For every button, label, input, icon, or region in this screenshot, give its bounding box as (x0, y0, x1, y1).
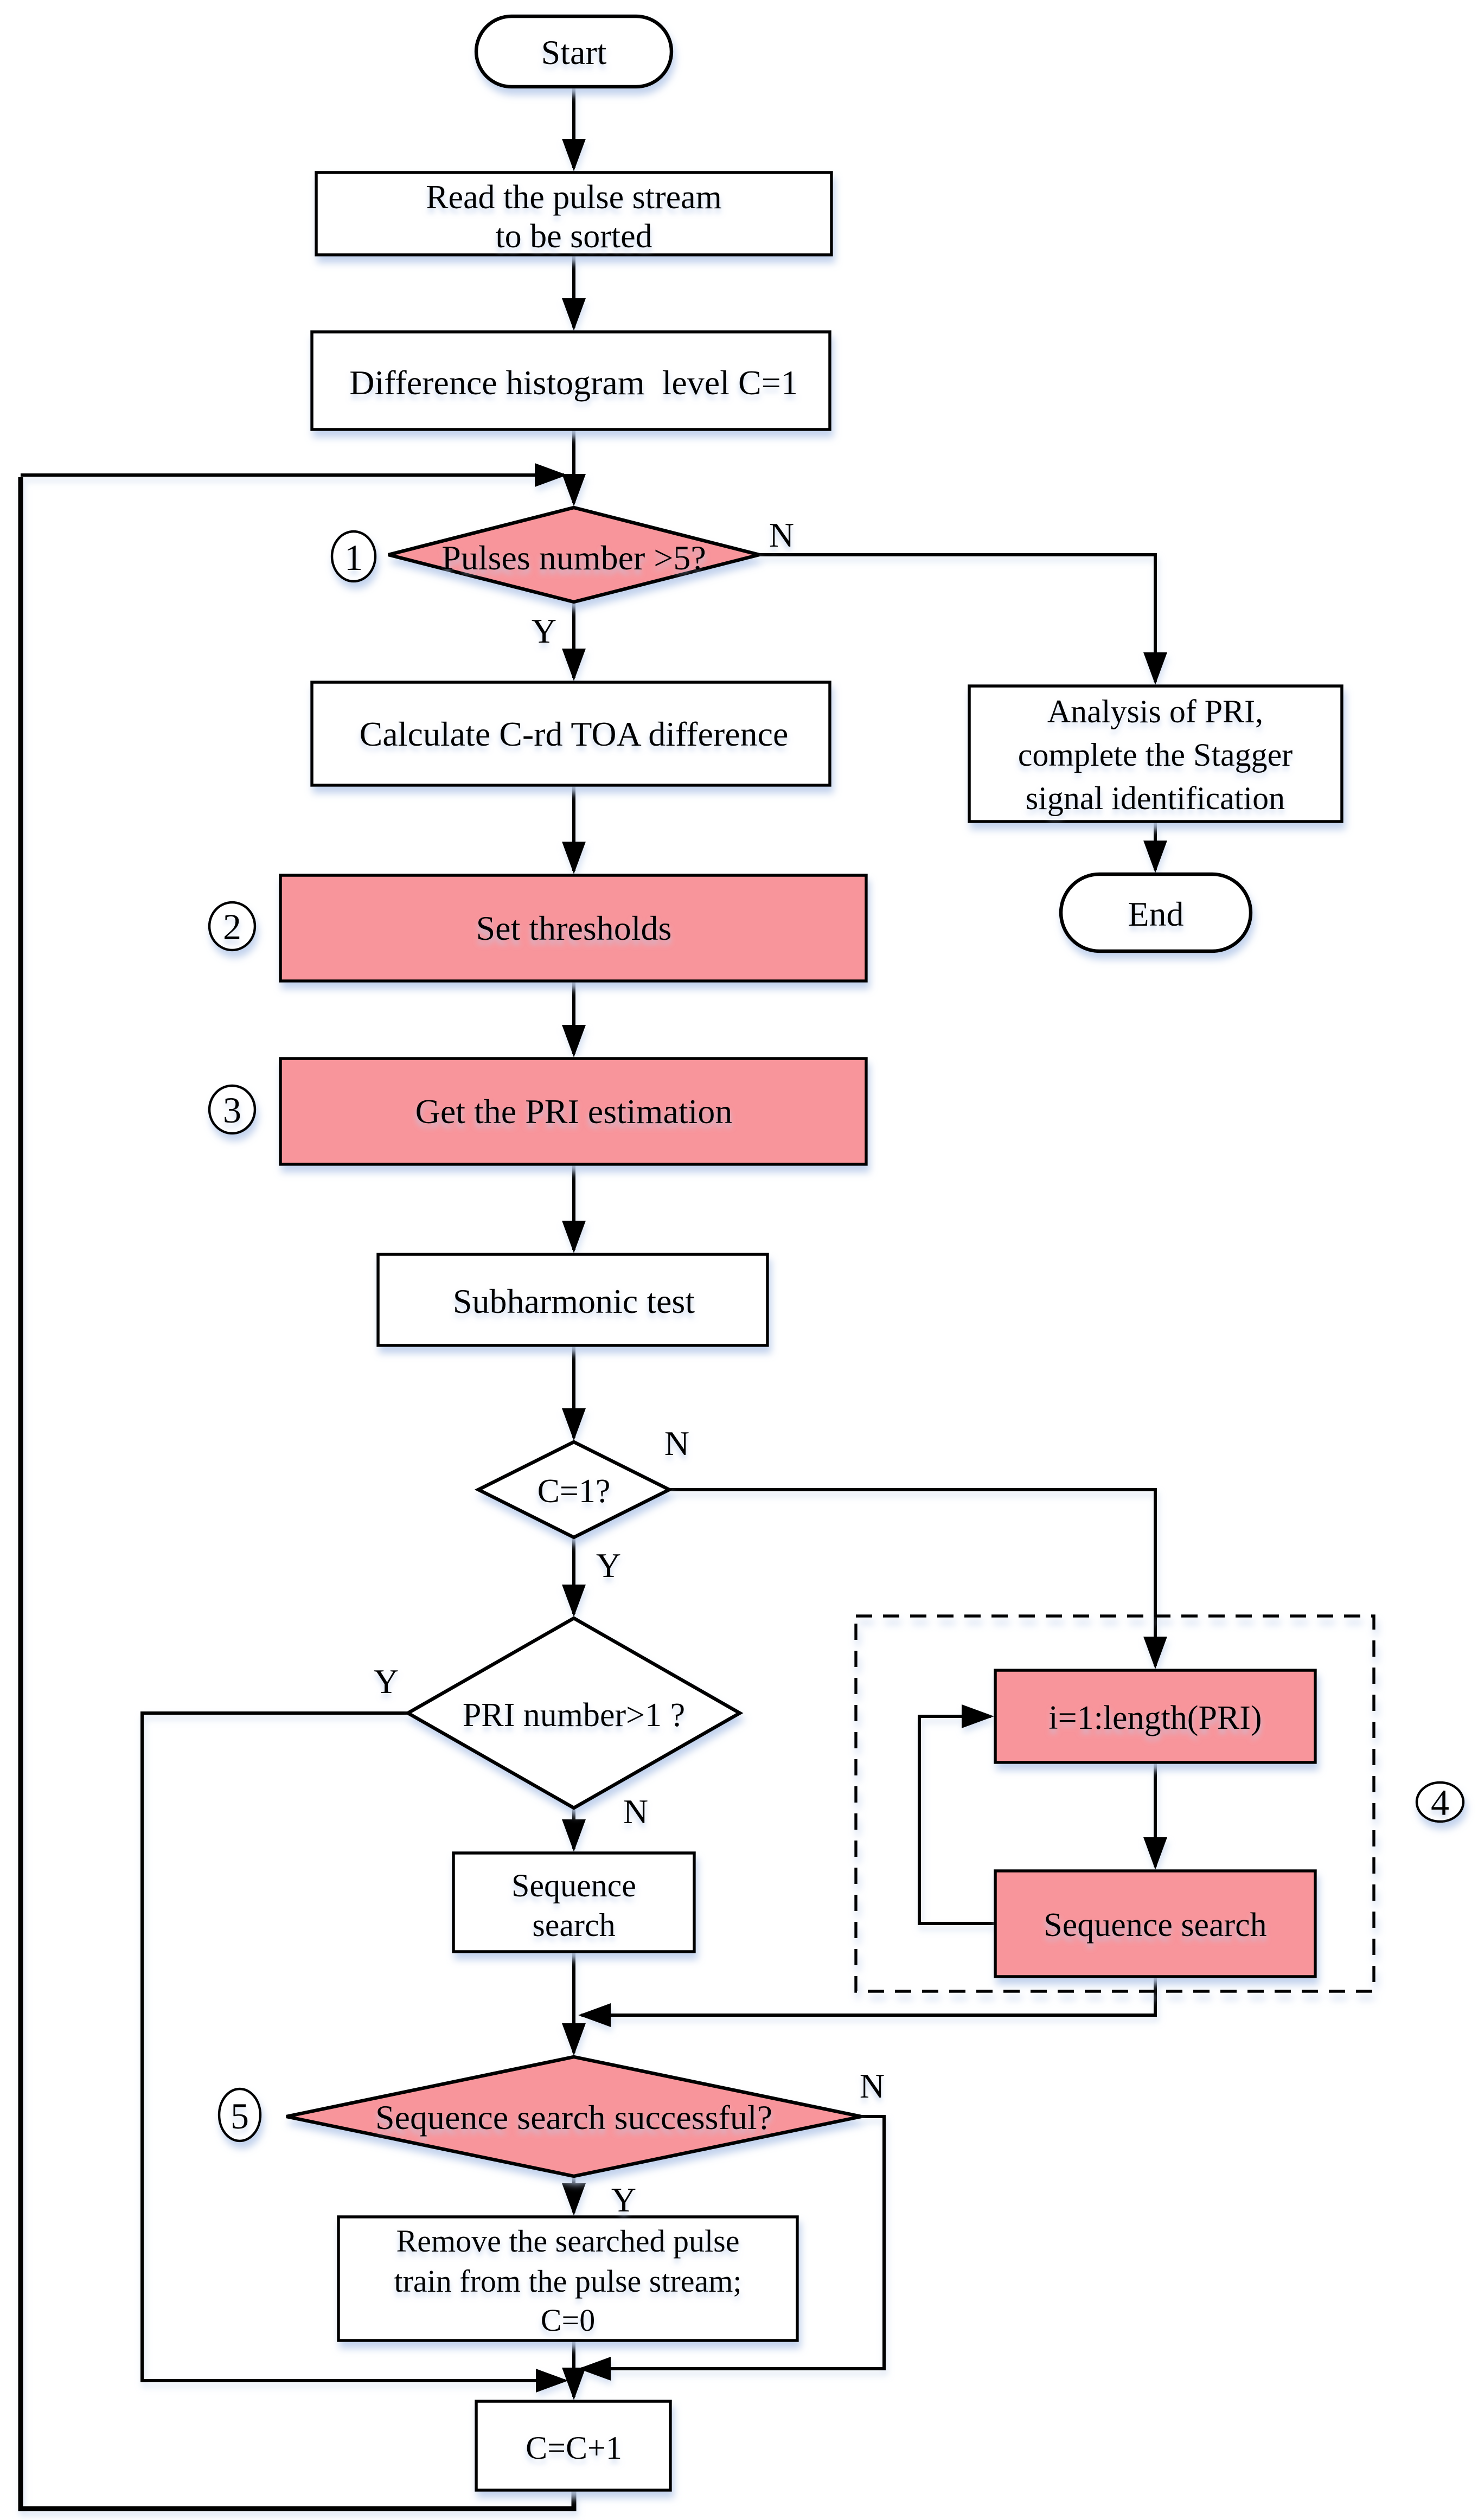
loop-block-dashed-border (854, 1614, 1375, 1993)
seq-single-line-2: search (532, 1907, 615, 1943)
successful-yes-label: Y (611, 2181, 636, 2219)
search-successful-label: Sequence search successful? (375, 2098, 772, 2137)
edge-prinumber-yes-loop (140, 1711, 568, 2393)
end-terminator (1059, 872, 1253, 953)
pri-number-yes-label: Y (374, 1662, 399, 1701)
edge-successful-no-bypass (578, 2115, 886, 2381)
histogram-label: Difference histogram level C=1 (349, 363, 798, 402)
pri-number-label: PRI number>1 ? (463, 1697, 685, 1734)
set-thresholds-box (279, 874, 868, 983)
pulses-number-diamond (388, 505, 760, 604)
read-pulse-stream-box (315, 171, 833, 257)
badge-2-digit: 2 (223, 906, 241, 947)
i-loop-box (994, 1669, 1317, 1764)
read-line-2: to be sorted (495, 218, 652, 255)
analysis-line-1: Analysis of PRI, (1047, 694, 1263, 729)
subharmonic-test-box (376, 1253, 769, 1347)
difference-histogram-box (310, 330, 831, 431)
badge-2-circle (208, 901, 257, 952)
calculate-toa-label: Calculate C-rd TOA difference (360, 715, 789, 753)
pulses-number-no-label: N (769, 516, 794, 554)
seq-single-line-1: Sequence (511, 1868, 636, 1903)
seq-loop-label: Sequence search (1044, 1907, 1266, 1944)
c1-yes-label: Y (596, 1546, 621, 1585)
subharmonic-label: Subharmonic test (453, 1282, 695, 1320)
end-label: End (1128, 895, 1183, 933)
increment-c-label: C=C+1 (526, 2430, 622, 2466)
c-equals-1-label: C=1? (538, 1473, 611, 1510)
pulses-number-yes-label: Y (532, 612, 556, 650)
sequence-search-single-box (452, 1851, 696, 1953)
badge-5-digit: 5 (231, 2095, 249, 2137)
badge-1-circle (330, 530, 377, 583)
set-thresholds-label: Set thresholds (476, 909, 672, 947)
search-successful-diamond (286, 2055, 862, 2178)
analysis-line-2: complete the Stagger (1018, 737, 1293, 773)
badge-5-circle (217, 2087, 262, 2143)
get-pri-estimation-box (279, 1057, 868, 1166)
calculate-toa-box (310, 681, 831, 787)
analysis-pri-box (968, 684, 1343, 823)
badge-3-circle (208, 1084, 257, 1135)
sequence-search-loop-box (994, 1869, 1317, 1978)
edge-pulses-no-to-analysis (759, 553, 1167, 685)
edge-increment-loopback (18, 477, 577, 2511)
c1-no-label: N (664, 1424, 689, 1463)
edge-inner-loop-back (918, 1704, 995, 1925)
pri-number-no-label: N (623, 1792, 648, 1831)
analysis-line-3: signal identification (1026, 780, 1285, 816)
edge-c1-no-to-iloop (669, 1488, 1167, 1669)
badge-1-digit: 1 (344, 537, 363, 578)
read-line-1: Read the pulse stream (426, 179, 722, 216)
badge-4-circle (1415, 1781, 1465, 1823)
increment-c-box (475, 2400, 672, 2492)
edge-loopblock-merge (578, 1977, 1157, 2027)
start-terminator (474, 14, 674, 89)
get-pri-label: Get the PRI estimation (415, 1092, 733, 1131)
start-label: Start (541, 33, 607, 72)
i-loop-label: i=1:length(PRI) (1048, 1700, 1262, 1736)
remove-pulse-train-box (337, 2215, 799, 2342)
remove-line-2: train from the pulse stream; (394, 2263, 741, 2299)
remove-line-3: C=0 (541, 2303, 595, 2338)
badge-4-digit: 4 (1431, 1782, 1449, 1823)
c-equals-1-diamond (474, 1440, 674, 1540)
remove-line-1: Remove the searched pulse (396, 2223, 740, 2259)
pulses-number-label: Pulses number >5? (442, 538, 706, 577)
successful-no-label: N (860, 2067, 885, 2105)
badge-3-digit: 3 (223, 1089, 241, 1131)
pri-number-diamond (404, 1616, 744, 1810)
